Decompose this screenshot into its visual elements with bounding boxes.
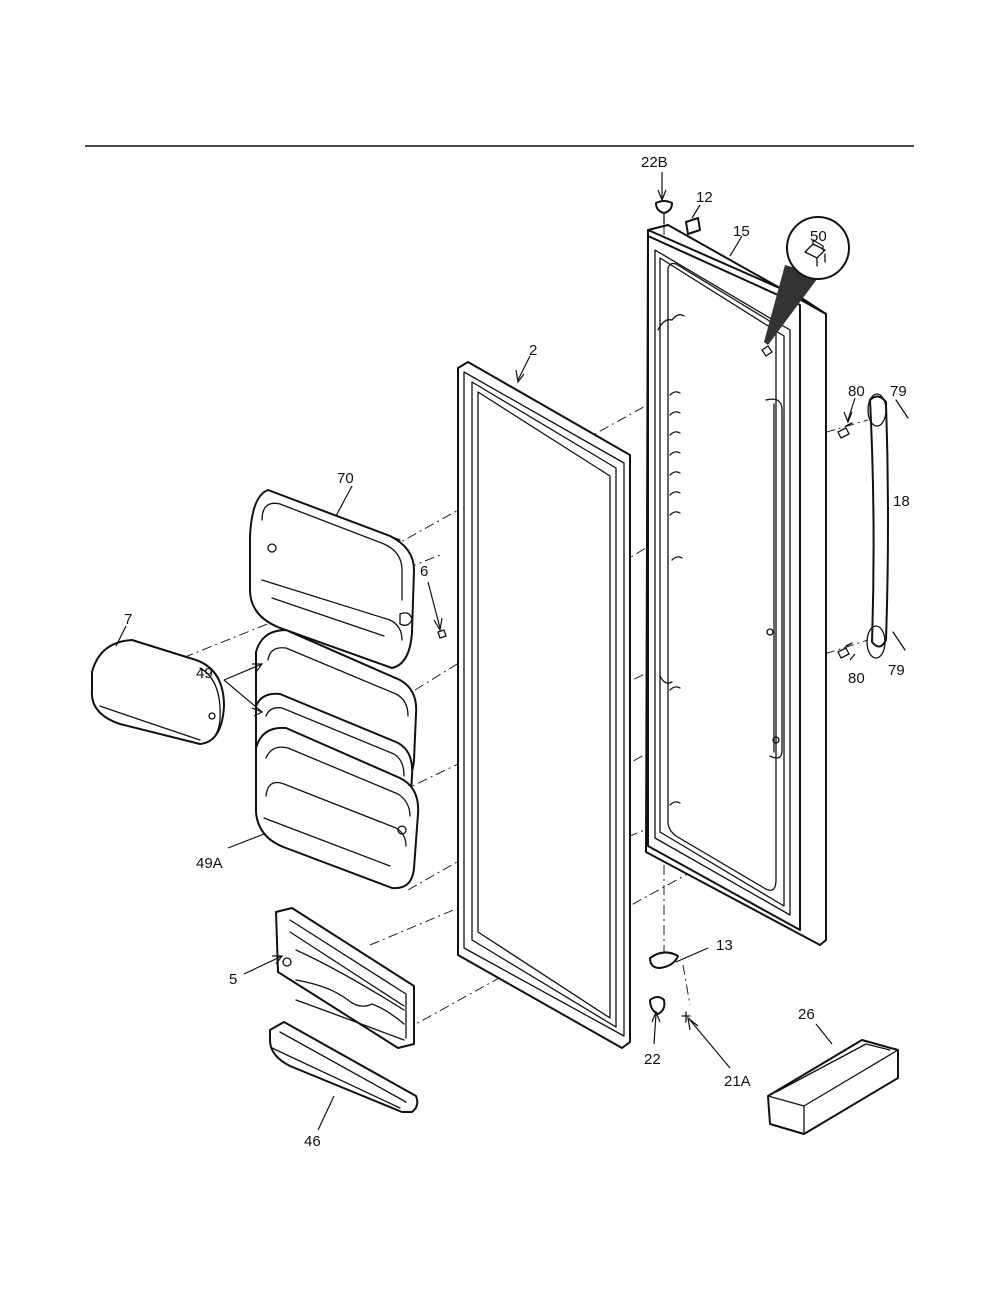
- label-46: 46: [304, 1133, 321, 1150]
- label-7: 7: [124, 611, 132, 628]
- label-6: 6: [420, 563, 428, 580]
- bin-46: [269, 1021, 419, 1113]
- hinge-parts: [649, 200, 701, 1023]
- label-2: 2: [529, 342, 537, 359]
- gasket: [457, 361, 631, 1049]
- label-22: 22: [644, 1051, 661, 1068]
- label-79-bottom: 79: [888, 662, 905, 679]
- label-50: 50: [810, 228, 827, 245]
- detail-callout-50: [764, 216, 850, 345]
- label-70: 70: [337, 470, 354, 487]
- tray-26: [767, 1039, 899, 1135]
- label-80-top: 80: [848, 383, 865, 400]
- dairy-bin-70: [249, 489, 447, 669]
- door-bin-49a: [255, 726, 420, 890]
- door-handle: [837, 393, 909, 659]
- label-49: 49: [196, 665, 213, 682]
- label-26: 26: [798, 1006, 815, 1023]
- dairy-door-7: [90, 639, 225, 745]
- label-15: 15: [733, 223, 750, 240]
- label-49a: 49A: [196, 855, 223, 872]
- label-5: 5: [229, 971, 237, 988]
- label-21a: 21A: [724, 1073, 751, 1090]
- label-80-bottom: 80: [848, 670, 865, 687]
- leader-lines: [115, 172, 856, 1131]
- door-assembly: [645, 224, 827, 946]
- label-13: 13: [716, 937, 733, 954]
- label-22b: 22B: [641, 154, 668, 171]
- part-labels: 22B 12 15 50 2 80 79 18 70 6 7 49 79 80 …: [124, 154, 910, 1150]
- rack-5: [275, 907, 415, 1049]
- label-12: 12: [696, 189, 713, 206]
- label-79-top: 79: [890, 383, 907, 400]
- label-18: 18: [893, 493, 910, 510]
